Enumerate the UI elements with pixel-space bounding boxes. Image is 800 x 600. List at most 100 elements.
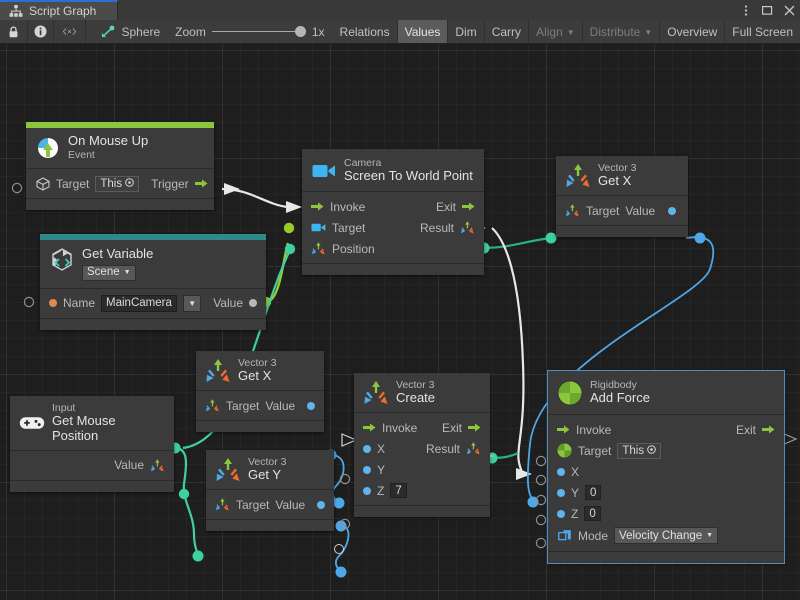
toolbar-values-button[interactable]: Values: [397, 20, 449, 43]
node-subtitle: Rigidbody: [590, 379, 637, 391]
variable-name-dropdown-button[interactable]: ▼: [183, 294, 202, 312]
toolbar-distribute-button[interactable]: Distribute ▼: [582, 20, 661, 43]
node-vector3-create[interactable]: Vector 3 Create Invoke Exit: [354, 373, 490, 517]
row-label-invoke: Invoke: [382, 420, 418, 435]
vector3-icon: [565, 163, 591, 189]
force-mode-value: Velocity Change: [619, 529, 703, 542]
y-value-input[interactable]: 0: [585, 485, 602, 500]
row-label-result: Result: [425, 441, 460, 456]
row-label-target: Target: [332, 220, 366, 235]
tab-script-graph[interactable]: Script Graph: [0, 0, 118, 20]
row-label-value: Value: [213, 296, 243, 311]
flow-arrow-icon: [311, 201, 324, 212]
node-body: Invoke Exit Target: [548, 414, 784, 551]
node-header: On Mouse Up Event: [26, 128, 214, 168]
close-icon[interactable]: [783, 3, 796, 17]
row-label-y: Y: [571, 485, 580, 500]
graph-target-button[interactable]: Sphere: [88, 20, 168, 43]
code-brackets-icon: [62, 24, 77, 39]
vector3-icon: [466, 441, 481, 456]
rigidbody-icon: [557, 443, 572, 458]
row-label-name: Name: [63, 296, 96, 311]
node-body: Target Value: [206, 489, 334, 519]
toolbar-relations-button[interactable]: Relations: [332, 20, 398, 43]
node-vector3-get-y[interactable]: Vector 3 Get Y Target Value: [206, 450, 334, 531]
node-row-x: X: [548, 461, 784, 482]
vector3-icon: [460, 220, 475, 235]
z-value: 0: [589, 507, 596, 520]
node-footer: [556, 225, 688, 237]
vector3-icon: [363, 380, 389, 406]
flow-arrow-icon: [363, 422, 376, 433]
window-titlebar: Script Graph: [0, 0, 800, 20]
node-row-z: Z 7: [354, 480, 490, 501]
node-get-variable[interactable]: Get Variable Scene ▼ Name MainCamera ▼: [40, 234, 266, 330]
maximize-icon[interactable]: [761, 3, 774, 17]
node-camera-screen-to-world-point[interactable]: Camera Screen To World Point Invoke Exit: [302, 149, 484, 275]
node-row-invoke: Invoke Exit: [302, 196, 484, 217]
unity-variable-icon: [49, 247, 75, 273]
kebab-menu-icon[interactable]: [739, 3, 752, 17]
info-button[interactable]: [28, 20, 54, 43]
row-label-y: Y: [377, 462, 386, 477]
toolbar-fullscreen-button[interactable]: Full Screen: [725, 20, 800, 43]
node-footer: [354, 505, 490, 517]
toolbar-dim-button[interactable]: Dim: [448, 20, 485, 43]
node-title: Get Y: [248, 467, 282, 483]
target-picker-icon[interactable]: [125, 177, 134, 190]
node-on-mouse-up[interactable]: On Mouse Up Event Target This: [26, 122, 214, 210]
toolbar-align-button[interactable]: Align ▼: [529, 20, 583, 43]
flow-arrow-icon: [557, 424, 570, 435]
target-this-field[interactable]: This: [617, 442, 662, 459]
row-label-z: Z: [571, 506, 579, 521]
toolbar-overview-button[interactable]: Overview: [660, 20, 726, 43]
z-value-input[interactable]: 0: [584, 506, 601, 521]
node-input-get-mouse-position[interactable]: Input Get Mouse Position Value: [10, 396, 174, 492]
lock-button[interactable]: [0, 20, 28, 43]
node-row-target: Target Value: [196, 395, 324, 416]
node-row-name: Name MainCamera ▼ Value: [40, 293, 266, 314]
chevron-down-icon: ▼: [706, 532, 714, 539]
variable-name-input[interactable]: MainCamera: [101, 294, 178, 312]
row-label-result: Result: [419, 220, 454, 235]
code-button[interactable]: [54, 20, 87, 43]
graph-target-icon: [100, 24, 115, 39]
zoom-slider-knob[interactable]: [294, 26, 306, 37]
row-label-target: Target: [226, 398, 260, 413]
node-title: Create: [396, 390, 436, 406]
node-header-text: Rigidbody Add Force: [590, 379, 650, 406]
vector3-icon: [205, 398, 220, 413]
node-body: Target Value: [556, 195, 688, 225]
z-value-input[interactable]: 7: [390, 483, 407, 498]
node-header: Camera Screen To World Point: [302, 149, 484, 191]
float-dot-icon: [317, 500, 326, 509]
target-picker-icon[interactable]: [647, 444, 656, 457]
vector3-icon: [215, 497, 230, 512]
node-footer: [548, 551, 784, 563]
zoom-slider[interactable]: [211, 26, 306, 38]
node-subtitle: Vector 3: [248, 456, 287, 468]
row-label-invoke: Invoke: [576, 422, 612, 437]
target-this-field[interactable]: This: [95, 175, 140, 192]
node-accent-bar: [26, 122, 214, 128]
graph-canvas[interactable]: On Mouse Up Event Target This: [0, 44, 800, 600]
node-rigidbody-add-force[interactable]: Rigidbody Add Force Invoke Exit: [547, 370, 785, 564]
toolbar-relations-label: Relations: [339, 24, 390, 39]
zoom-slider-track: [211, 31, 306, 32]
node-row-position: Position: [302, 238, 484, 259]
row-label-invoke: Invoke: [330, 199, 366, 214]
node-body: Value: [10, 449, 174, 480]
node-footer: [10, 479, 174, 492]
toolbar-carry-button[interactable]: Carry: [484, 20, 530, 43]
node-header-text: Vector 3 Get X: [598, 162, 637, 189]
node-subtitle: Input: [52, 402, 76, 414]
chevron-down-icon: ▼: [644, 28, 653, 37]
force-mode-dropdown[interactable]: Velocity Change ▼: [614, 527, 719, 544]
node-vector3-get-x-mid[interactable]: Vector 3 Get X Target Value: [196, 351, 324, 432]
node-header-text: Get Variable Scene ▼: [82, 246, 153, 281]
node-header-text: Camera Screen To World Point: [344, 157, 473, 184]
variable-scope-dropdown[interactable]: Scene ▼: [82, 264, 136, 281]
zoom-control[interactable]: Zoom 1x: [167, 20, 333, 43]
node-vector3-get-x-top[interactable]: Vector 3 Get X Target Value: [556, 156, 688, 237]
